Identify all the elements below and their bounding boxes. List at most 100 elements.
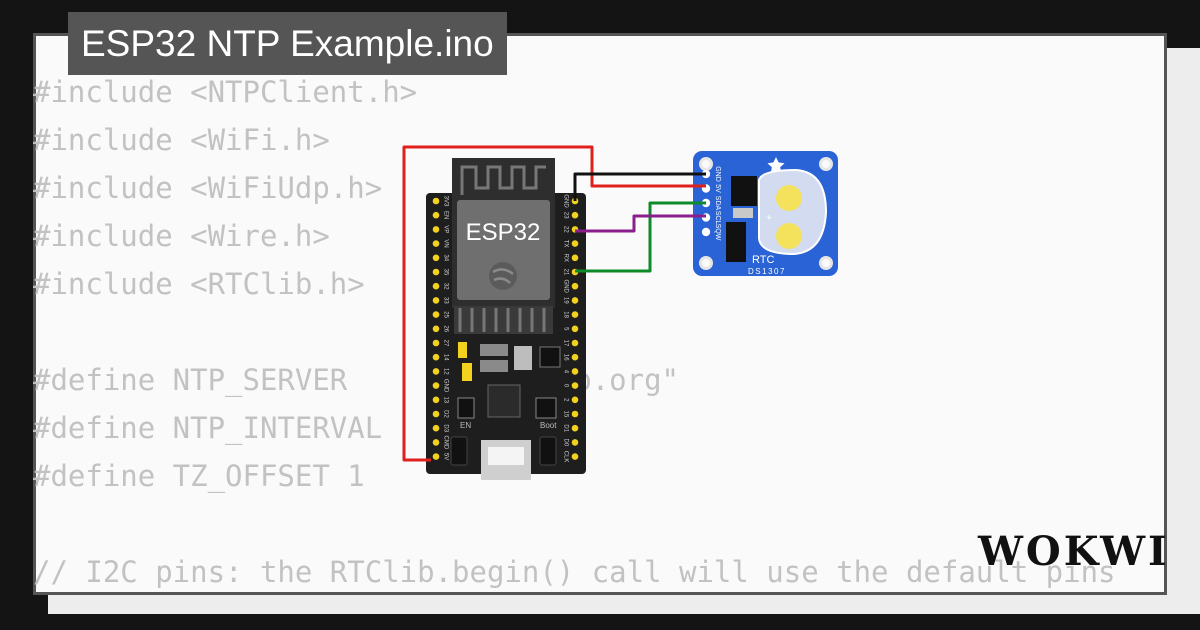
- header-pin[interactable]: [571, 297, 579, 304]
- code-line: #include <NTPClient.h>: [33, 75, 418, 109]
- mounting-hole: [699, 256, 713, 270]
- pin-label: VP: [442, 225, 448, 233]
- antenna-trace: [460, 165, 546, 195]
- header-pin[interactable]: [432, 297, 440, 304]
- rtc-pin-label: SCL: [714, 211, 721, 225]
- wiring: [402, 145, 706, 462]
- header-pin[interactable]: [432, 396, 440, 404]
- en-button[interactable]: [450, 436, 468, 466]
- pin-label: D2: [442, 410, 448, 418]
- header-pin[interactable]: [432, 226, 440, 233]
- header-pin[interactable]: [432, 311, 440, 318]
- pin-label: 25: [442, 311, 448, 318]
- header-pin[interactable]: [571, 282, 579, 290]
- pin-label: TX: [562, 240, 568, 248]
- pin-label: GND: [562, 280, 568, 294]
- header-pin[interactable]: [571, 396, 579, 404]
- wire-5v[interactable]: [402, 145, 706, 462]
- pin-label: 23: [562, 212, 568, 219]
- code-line: #include <WiFiUdp.h>: [33, 171, 383, 205]
- code-line: // I2C pins: the RTClib.begin() call wil…: [33, 555, 1116, 589]
- header-pin[interactable]: [571, 382, 579, 389]
- rtc-pin-label: 5V: [714, 184, 721, 193]
- header-pin[interactable]: [432, 453, 440, 460]
- pin-label: RX: [562, 254, 568, 262]
- header-pin[interactable]: [432, 368, 440, 375]
- header-pin[interactable]: [432, 282, 440, 290]
- pin-label: 35: [442, 269, 448, 276]
- header-pin[interactable]: [432, 197, 440, 205]
- pin-label: VN: [442, 239, 448, 247]
- battery-contact: [776, 223, 802, 249]
- wire-scl[interactable]: [575, 214, 706, 233]
- diode: [514, 346, 532, 370]
- chip: [539, 346, 561, 368]
- rtc-pin-label: SDA: [714, 196, 721, 211]
- pin-label: D3: [442, 424, 448, 432]
- pin-label: 13: [442, 396, 448, 403]
- header-pin[interactable]: [432, 325, 440, 333]
- header-pin[interactable]: [432, 424, 440, 432]
- header-pin[interactable]: [571, 410, 579, 418]
- adafruit-star-icon: [767, 157, 785, 174]
- resistor: [457, 397, 475, 419]
- header-pin[interactable]: [432, 353, 440, 361]
- capacitor: [726, 222, 746, 262]
- code-preview: #include <NTPClient.h> #include <WiFi.h> #…: [33, 68, 1116, 596]
- pin-label: 3V3: [442, 196, 448, 207]
- pin-label: 5: [562, 327, 568, 331]
- header-pin[interactable]: [432, 339, 440, 347]
- pin-label: 26: [442, 325, 448, 332]
- header-pin[interactable]: [432, 211, 440, 219]
- espressif-swirl-icon: [492, 268, 514, 284]
- header-pin[interactable]: [571, 325, 579, 333]
- pin-label: 12: [442, 368, 448, 375]
- wokwi-logo[interactable]: WOKWI: [978, 528, 1170, 575]
- header-pin[interactable]: [571, 424, 579, 432]
- header-pin[interactable]: [571, 339, 579, 347]
- header-pin[interactable]: [571, 311, 579, 318]
- header-pin[interactable]: [571, 353, 579, 361]
- header-pin[interactable]: [432, 268, 440, 276]
- pin-label: 18: [562, 311, 568, 318]
- mounting-hole: [699, 157, 713, 171]
- boot-button[interactable]: [539, 436, 557, 466]
- rtc-pin[interactable]: [701, 227, 711, 237]
- header-pin[interactable]: [571, 211, 579, 219]
- pin-label: 27: [442, 340, 448, 347]
- pin-label: 5V: [442, 453, 448, 460]
- pin-label: GND: [442, 379, 448, 393]
- mounting-hole: [819, 256, 833, 270]
- mounting-hole: [819, 157, 833, 171]
- pin-label: 0: [562, 384, 568, 388]
- header-pin[interactable]: [432, 254, 440, 262]
- regulator: [480, 344, 508, 356]
- wire-sda[interactable]: [575, 201, 706, 273]
- pin-label: 21: [562, 269, 568, 276]
- header-pin[interactable]: [432, 410, 440, 418]
- header-pin[interactable]: [571, 439, 579, 446]
- header-pin[interactable]: [571, 368, 579, 375]
- code-card: [33, 33, 1167, 595]
- project-title[interactable]: ESP32 NTP Example.ino: [68, 12, 507, 75]
- wire-gnd[interactable]: [573, 172, 706, 201]
- pin-label: 16: [562, 354, 568, 361]
- pin-label: GND: [562, 194, 568, 208]
- capacitor: [458, 342, 467, 358]
- ds1307-label: DS1307: [748, 267, 786, 276]
- header-pin[interactable]: [571, 453, 579, 460]
- code-line: #include <WiFi.h>: [33, 123, 330, 157]
- header-pin[interactable]: [571, 254, 579, 262]
- pin-label: 17: [562, 340, 568, 347]
- rtc-pin-label: GND: [714, 166, 721, 182]
- header-pin[interactable]: [571, 240, 579, 247]
- header-pin[interactable]: [432, 439, 440, 446]
- header-pin[interactable]: [432, 240, 440, 247]
- rf-shield: [457, 200, 550, 300]
- header-pin[interactable]: [432, 382, 440, 389]
